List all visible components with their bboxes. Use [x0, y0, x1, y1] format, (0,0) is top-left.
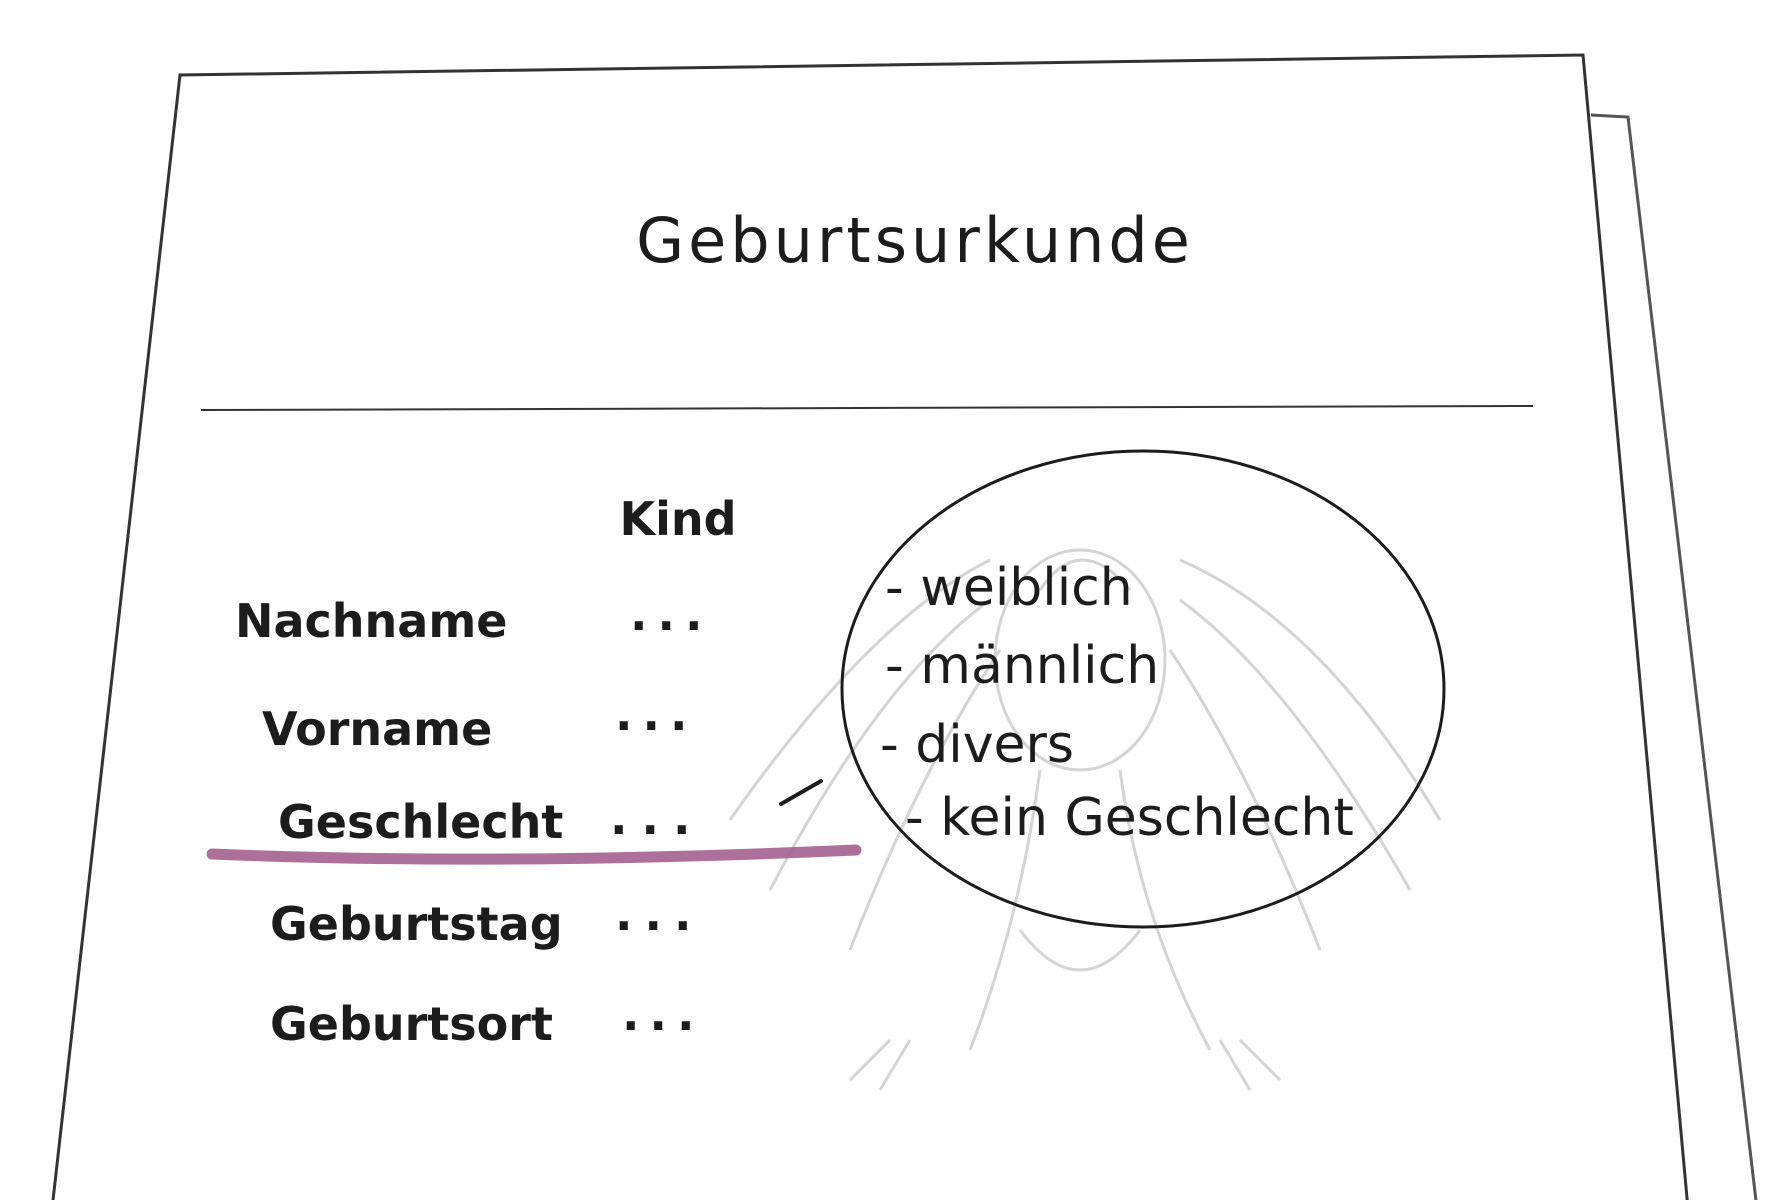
option-maennlich: - männlich	[885, 636, 1159, 696]
field-label-nachname: Nachname	[235, 594, 507, 648]
field-list: Nachname ... Vorname ... Geschlecht ... …	[235, 587, 712, 1051]
field-label-geschlecht: Geschlecht	[278, 795, 563, 849]
back-page-outline	[1590, 113, 1758, 1200]
page-outline	[51, 53, 1689, 1200]
column-header-kind: Kind	[619, 492, 736, 546]
option-weiblich: - weiblich	[885, 558, 1133, 618]
field-value-geburtstag: ...	[615, 887, 703, 941]
field-value-nachname: ...	[630, 587, 712, 641]
title-divider	[200, 405, 1534, 411]
option-kein-geschlecht: - kein Geschlecht	[905, 788, 1354, 848]
gender-options: - weiblich - männlich - divers - kein Ge…	[880, 558, 1354, 848]
callout-connector	[779, 779, 823, 806]
field-value-vorname: ...	[615, 687, 697, 741]
callout-bubble	[840, 449, 1446, 929]
field-label-geburtstag: Geburtstag	[270, 897, 563, 951]
field-value-geschlecht: ...	[610, 791, 704, 845]
option-divers: - divers	[880, 715, 1074, 775]
document-title: Geburtsurkunde	[636, 204, 1194, 277]
federal-eagle-watermark	[728, 548, 1442, 1091]
field-label-vorname: Vorname	[262, 702, 492, 756]
field-value-geburtsort: ...	[622, 987, 704, 1041]
field-label-geburtsort: Geburtsort	[270, 997, 553, 1051]
highlight-underline	[206, 844, 862, 865]
